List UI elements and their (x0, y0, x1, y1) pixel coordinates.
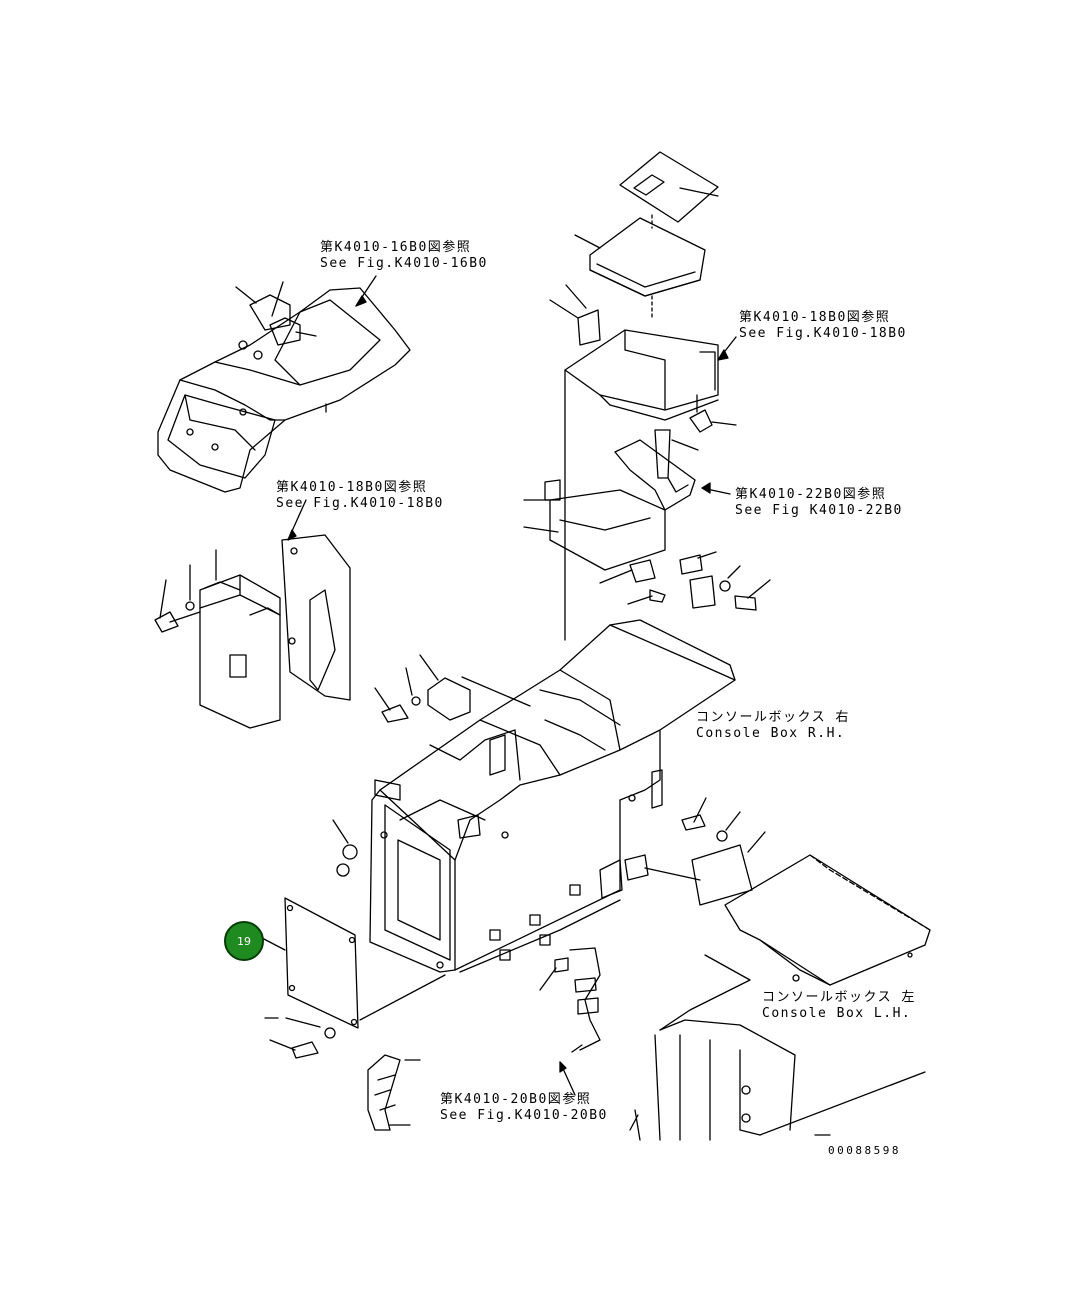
console-box-frame (359, 619, 736, 1021)
upper-bracket-box (549, 284, 737, 641)
wiring-harness (367, 947, 601, 1131)
right-side-box (624, 797, 766, 906)
reference-text-en: See Fig.K4010-20B0 (440, 1108, 608, 1123)
relay-unit (374, 654, 531, 723)
reference-fig-20b0: 第K4010-20B0図参照 See Fig.K4010-20B0 (440, 1092, 608, 1124)
reference-text-en: See Fig.K4010-18B0 (276, 496, 444, 511)
console-box-rh-label: コンソールボックス 右 Console Box R.H. (696, 710, 850, 742)
reference-fig-16b0: 第K4010-16B0図参照 See Fig.K4010-16B0 (320, 240, 488, 272)
reference-fig-22b0: 第K4010-22B0図参照 See Fig K4010-22B0 (735, 487, 903, 519)
console-box-lh-label: コンソールボックス 左 Console Box L.H. (762, 990, 916, 1022)
monitor-panel-housing (157, 275, 411, 493)
reference-fig-18b0-left: 第K4010-18B0図参照 See Fig.K4010-18B0 (276, 480, 444, 512)
grommet (332, 819, 358, 877)
top-cover-stack (574, 151, 719, 319)
console-rh-text-en: Console Box R.H. (696, 726, 846, 741)
console-lh-text-jp: コンソールボックス 左 (762, 990, 916, 1005)
reference-text-en: See Fig.K4010-18B0 (739, 326, 907, 341)
reference-text-jp: 第K4010-22B0図参照 (735, 487, 887, 502)
middle-bracket (523, 429, 731, 571)
reference-leaders (287, 499, 576, 1096)
cover-plate (261, 897, 359, 1059)
reference-text-jp: 第K4010-20B0図参照 (440, 1092, 592, 1107)
reference-text-en: See Fig K4010-22B0 (735, 503, 903, 518)
reference-text-jp: 第K4010-18B0図参照 (739, 310, 891, 325)
reference-text-jp: 第K4010-16B0図参照 (320, 240, 472, 255)
console-lh-text-en: Console Box L.H. (762, 1006, 912, 1021)
reference-fig-18b0-top: 第K4010-18B0図参照 See Fig.K4010-18B0 (739, 310, 907, 342)
reference-text-en: See Fig.K4010-16B0 (320, 256, 488, 271)
part-callout-19[interactable]: 19 (224, 921, 264, 961)
left-controller-assembly (154, 534, 351, 729)
drawing-number: 00088598 (828, 1144, 901, 1157)
console-box-lh (629, 854, 931, 1141)
switch-and-bolts (599, 551, 771, 611)
reference-text-jp: 第K4010-18B0図参照 (276, 480, 428, 495)
console-rh-text-jp: コンソールボックス 右 (696, 710, 850, 725)
